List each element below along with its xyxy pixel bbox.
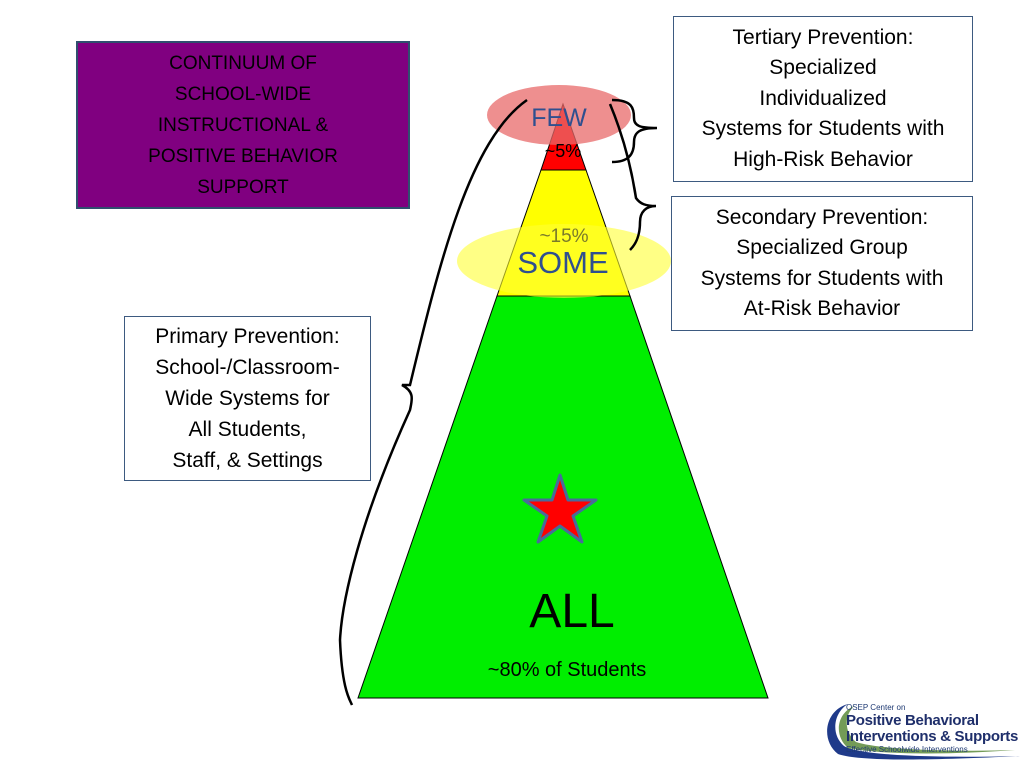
primary-line: Staff, & Settings [172, 449, 323, 472]
secondary-line: Secondary Prevention: [715, 205, 929, 229]
secondary-line: Systems for Students with [700, 266, 944, 290]
few-ellipse [487, 85, 631, 145]
some-label: SOME [517, 245, 608, 280]
primary-bracket [338, 98, 528, 706]
title-line: CONTINUUM OF [169, 52, 317, 74]
primary-line: School-/Classroom- [155, 356, 340, 379]
all-label: ALL [529, 585, 614, 638]
tertiary-line: Specialized [769, 56, 877, 80]
title-line: INSTRUCTIONAL & [157, 114, 329, 136]
title-line: POSITIVE BEHAVIOR [148, 145, 338, 167]
some-percent: ~15% [539, 226, 588, 247]
tertiary-line: High-Risk Behavior [733, 147, 913, 171]
primary-line: Wide Systems for [165, 387, 330, 410]
logo-line2: Positive Behavioral [846, 712, 979, 729]
star-icon [522, 473, 598, 544]
primary-line: All Students, [188, 418, 307, 441]
logo-line1: OSEP Center on [846, 703, 906, 712]
few-label: FEW [531, 104, 587, 132]
tertiary-line: Systems for Students with [701, 117, 945, 141]
all-percent: ~80% of Students [488, 659, 646, 681]
title-line: SCHOOL-WIDE [174, 83, 312, 105]
tertiary-line: Tertiary Prevention: [732, 25, 914, 49]
primary-line: Primary Prevention: [155, 325, 340, 348]
secondary-line: At-Risk Behavior [743, 297, 901, 320]
title-line: SUPPORT [197, 176, 289, 198]
some-ellipse [457, 224, 671, 298]
logo-line3: Interventions & Supports [846, 728, 1018, 745]
primary-prevention-box: Primary Prevention: School-/Classroom- W… [124, 316, 371, 481]
tertiary-bracket [611, 98, 658, 164]
secondary-line: Specialized Group [736, 236, 908, 259]
secondary-prevention-box: Secondary Prevention: Specialized Group … [671, 196, 973, 331]
tertiary-line: Individualized [759, 86, 887, 110]
logo-swoosh-icon [827, 704, 1020, 760]
title-box: CONTINUUM OF SCHOOL-WIDE INSTRUCTIONAL &… [76, 41, 410, 209]
pbis-logo: OSEP Center on Positive Behavioral Inter… [820, 698, 1020, 762]
tertiary-prevention-box: Tertiary Prevention: Specialized Individ… [673, 16, 973, 182]
few-percent: ~5% [545, 141, 582, 161]
secondary-bracket [608, 103, 657, 251]
logo-line4: Effective Schoolwide Interventions [846, 745, 968, 754]
